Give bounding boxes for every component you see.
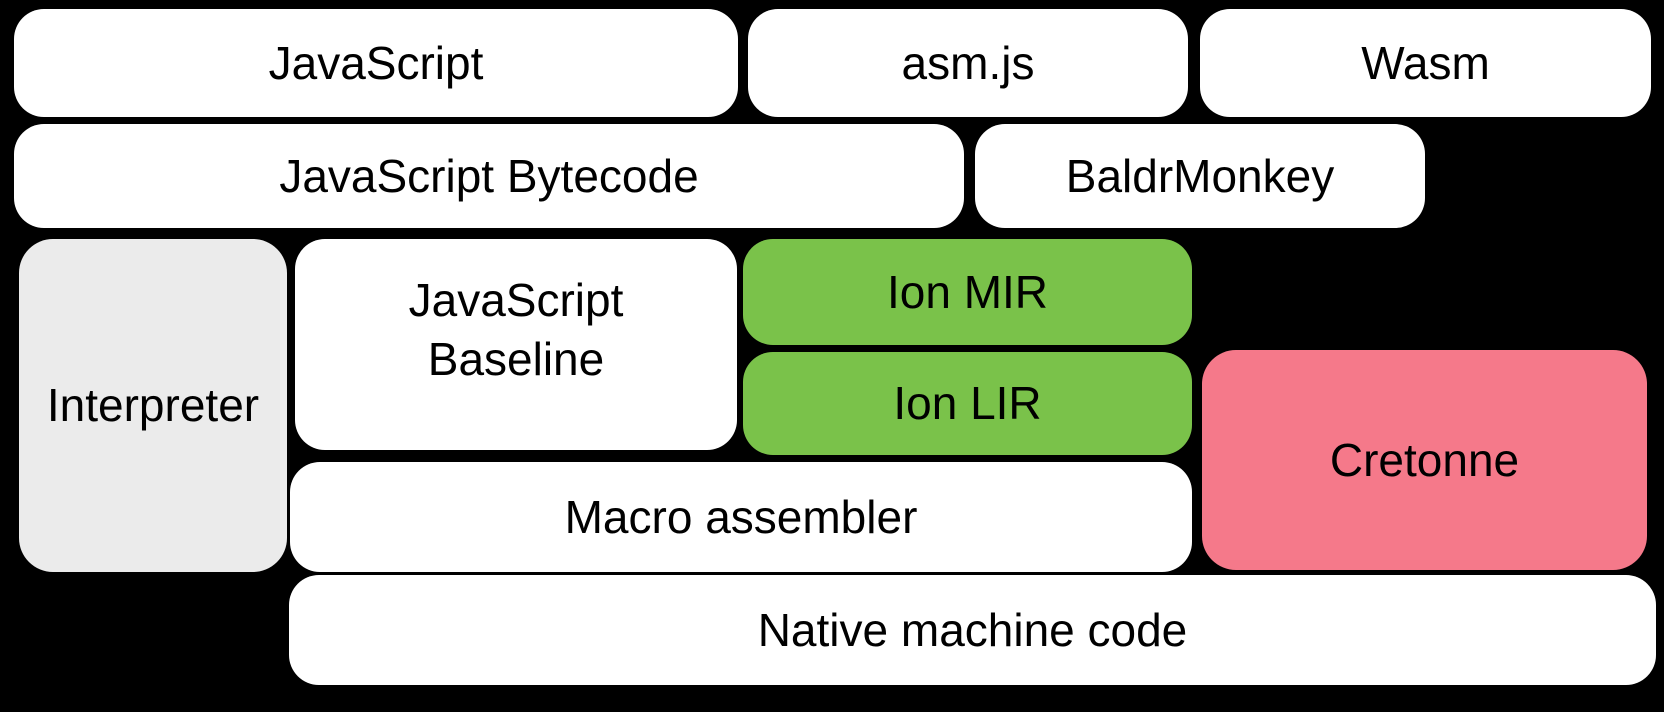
node-interpreter-label: Interpreter xyxy=(46,379,260,432)
node-wasm: Wasm xyxy=(1200,9,1651,117)
node-native-machine-code-label: Native machine code xyxy=(757,603,1188,656)
node-macro-assembler-label: Macro assembler xyxy=(564,490,918,543)
node-javascript-bytecode-label: JavaScript Bytecode xyxy=(279,149,699,202)
node-javascript: JavaScript xyxy=(14,9,738,117)
node-cretonne-label: Cretonne xyxy=(1329,433,1520,486)
node-ion-lir-label: Ion LIR xyxy=(893,377,1042,430)
node-baldrmonkey-label: BaldrMonkey xyxy=(1065,149,1335,202)
node-cretonne: Cretonne xyxy=(1202,350,1647,570)
node-native-machine-code: Native machine code xyxy=(289,575,1656,685)
node-asmjs-label: asm.js xyxy=(901,36,1035,89)
node-wasm-label: Wasm xyxy=(1361,36,1490,89)
node-ion-mir-label: Ion MIR xyxy=(886,265,1049,318)
node-interpreter: Interpreter xyxy=(19,239,287,572)
node-asmjs: asm.js xyxy=(748,9,1188,117)
node-ion-mir: Ion MIR xyxy=(743,239,1192,345)
node-macro-assembler: Macro assembler xyxy=(290,462,1192,572)
node-javascript-bytecode: JavaScript Bytecode xyxy=(14,124,964,228)
node-javascript-label: JavaScript xyxy=(268,36,484,89)
node-ion-lir: Ion LIR xyxy=(743,352,1192,455)
node-baldrmonkey: BaldrMonkey xyxy=(975,124,1425,228)
node-javascript-baseline-line1: JavaScript xyxy=(408,273,624,326)
node-javascript-baseline-line2: Baseline xyxy=(427,332,605,385)
